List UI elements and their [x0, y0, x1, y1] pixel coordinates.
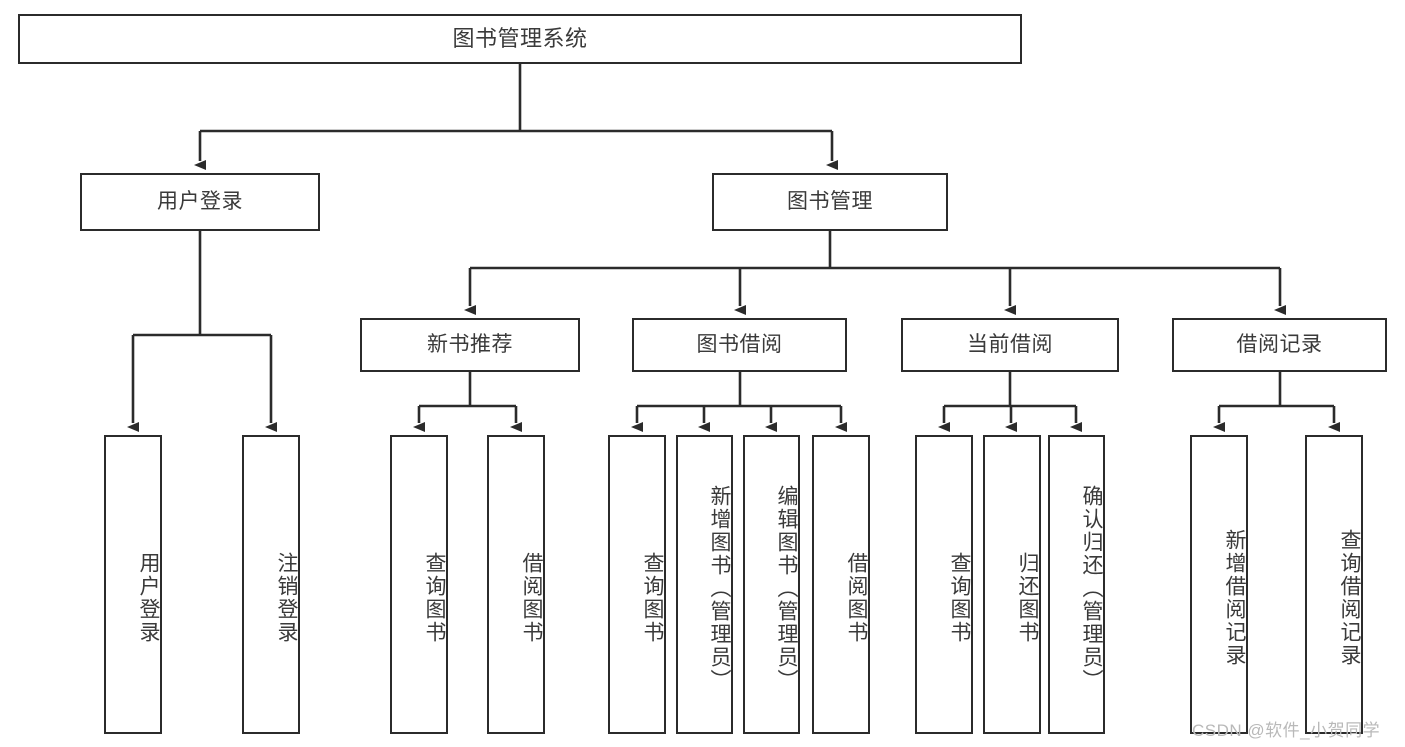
node-label: 用户登录	[137, 551, 160, 644]
node-user-login[interactable]: 用户登录	[80, 173, 320, 231]
node-leaf-recommend-query-book[interactable]: 查询图书	[390, 435, 448, 734]
node-leaf-add-borrow-record[interactable]: 新增借阅记录	[1190, 435, 1248, 734]
node-label: 图书管理系统	[452, 26, 588, 52]
node-label: 新书推荐	[427, 332, 513, 356]
node-label: 用户登录	[157, 189, 243, 213]
node-root-system[interactable]: 图书管理系统	[18, 14, 1022, 64]
node-leaf-current-query-book[interactable]: 查询图书	[915, 435, 973, 734]
node-label: 借阅图书	[845, 551, 868, 644]
node-leaf-user-logout[interactable]: 注销登录	[242, 435, 300, 734]
node-current-borrow[interactable]: 当前借阅	[901, 318, 1119, 372]
node-leaf-add-book-admin[interactable]: 新增图书（管理员）	[676, 435, 733, 734]
node-new-book-recommend[interactable]: 新书推荐	[360, 318, 580, 372]
node-leaf-borrow-book[interactable]: 借阅图书	[812, 435, 870, 734]
csdn-watermark: CSDN @软件_小贺同学	[1192, 721, 1381, 740]
node-leaf-user-login[interactable]: 用户登录	[104, 435, 162, 734]
node-label: 图书管理	[787, 189, 873, 213]
node-label: 查询图书	[641, 551, 664, 644]
node-borrow-record[interactable]: 借阅记录	[1172, 318, 1387, 372]
node-label: 新增借阅记录	[1223, 528, 1246, 667]
node-book-management[interactable]: 图书管理	[712, 173, 948, 231]
node-label: 查询借阅记录	[1338, 528, 1361, 667]
node-label: 归还图书	[1016, 551, 1039, 644]
node-label: 查询图书	[423, 551, 446, 644]
node-label: 确认归还（管理员）	[1080, 485, 1103, 692]
node-label: 借阅图书	[520, 551, 543, 644]
node-label: 当前借阅	[967, 332, 1053, 356]
node-leaf-confirm-return-admin[interactable]: 确认归还（管理员）	[1048, 435, 1105, 734]
node-label: 图书借阅	[696, 332, 783, 356]
node-leaf-recommend-borrow-book[interactable]: 借阅图书	[487, 435, 545, 734]
node-label: 查询图书	[948, 551, 971, 644]
node-label: 新增图书（管理员）	[708, 485, 731, 692]
node-leaf-query-borrow-record[interactable]: 查询借阅记录	[1305, 435, 1363, 734]
node-label: 注销登录	[275, 551, 298, 644]
node-book-borrow[interactable]: 图书借阅	[632, 318, 847, 372]
node-label: 编辑图书（管理员）	[775, 485, 798, 692]
node-leaf-borrow-query-book[interactable]: 查询图书	[608, 435, 666, 734]
node-leaf-edit-book-admin[interactable]: 编辑图书（管理员）	[743, 435, 800, 734]
node-leaf-return-book[interactable]: 归还图书	[983, 435, 1041, 734]
node-label: 借阅记录	[1236, 332, 1323, 356]
